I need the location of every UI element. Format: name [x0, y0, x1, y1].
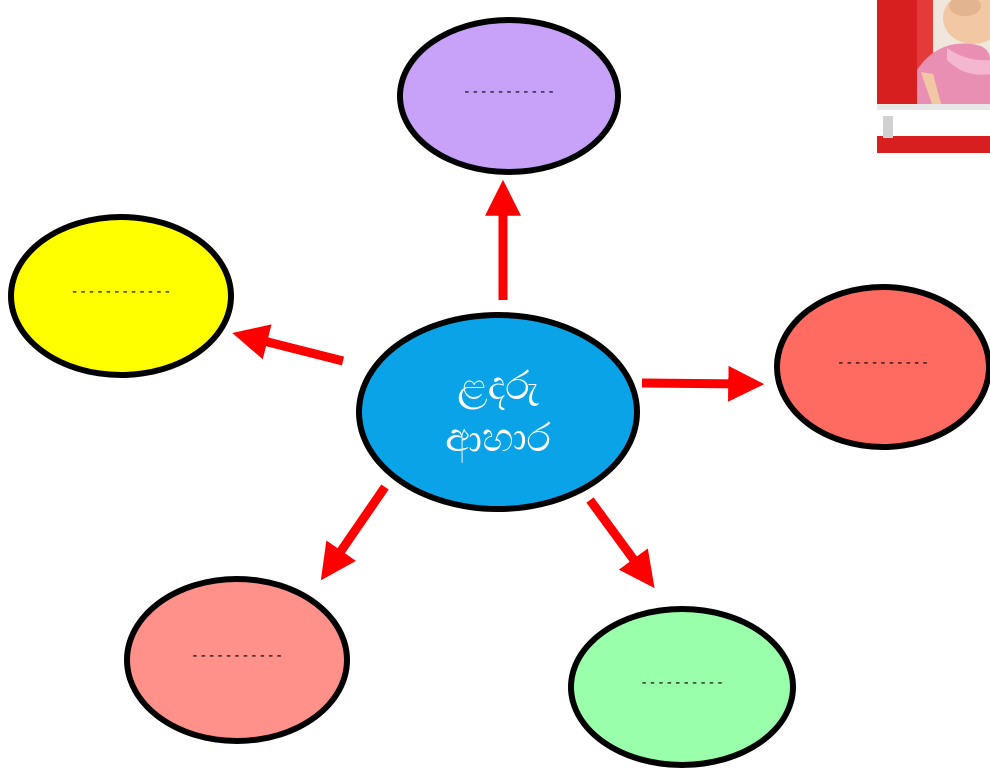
node-bottom-right-label: ---------- — [639, 675, 725, 691]
arrow-to-right — [641, 365, 765, 402]
node-left: ------------ — [8, 214, 234, 378]
baby-photo — [877, 0, 990, 153]
arrow-to-bottom-right — [586, 497, 655, 589]
node-top-label: ----------- — [462, 84, 556, 100]
node-right-label: ----------- — [836, 355, 930, 371]
node-left-label: ------------ — [70, 284, 172, 300]
node-bottom-right: ---------- — [568, 606, 796, 768]
node-bottom-left: ----------- — [124, 576, 350, 744]
arrow-to-left — [232, 324, 345, 366]
center-title-line2: ආහාර — [445, 415, 551, 461]
node-top: ----------- — [397, 17, 621, 175]
arrow-to-bottom-left — [320, 484, 389, 581]
center-title-line1: ළදරු — [457, 363, 539, 409]
center-node: ළදරු ආහාර — [356, 312, 640, 512]
node-right: ----------- — [774, 284, 990, 450]
node-bottom-left-label: ----------- — [190, 648, 284, 664]
